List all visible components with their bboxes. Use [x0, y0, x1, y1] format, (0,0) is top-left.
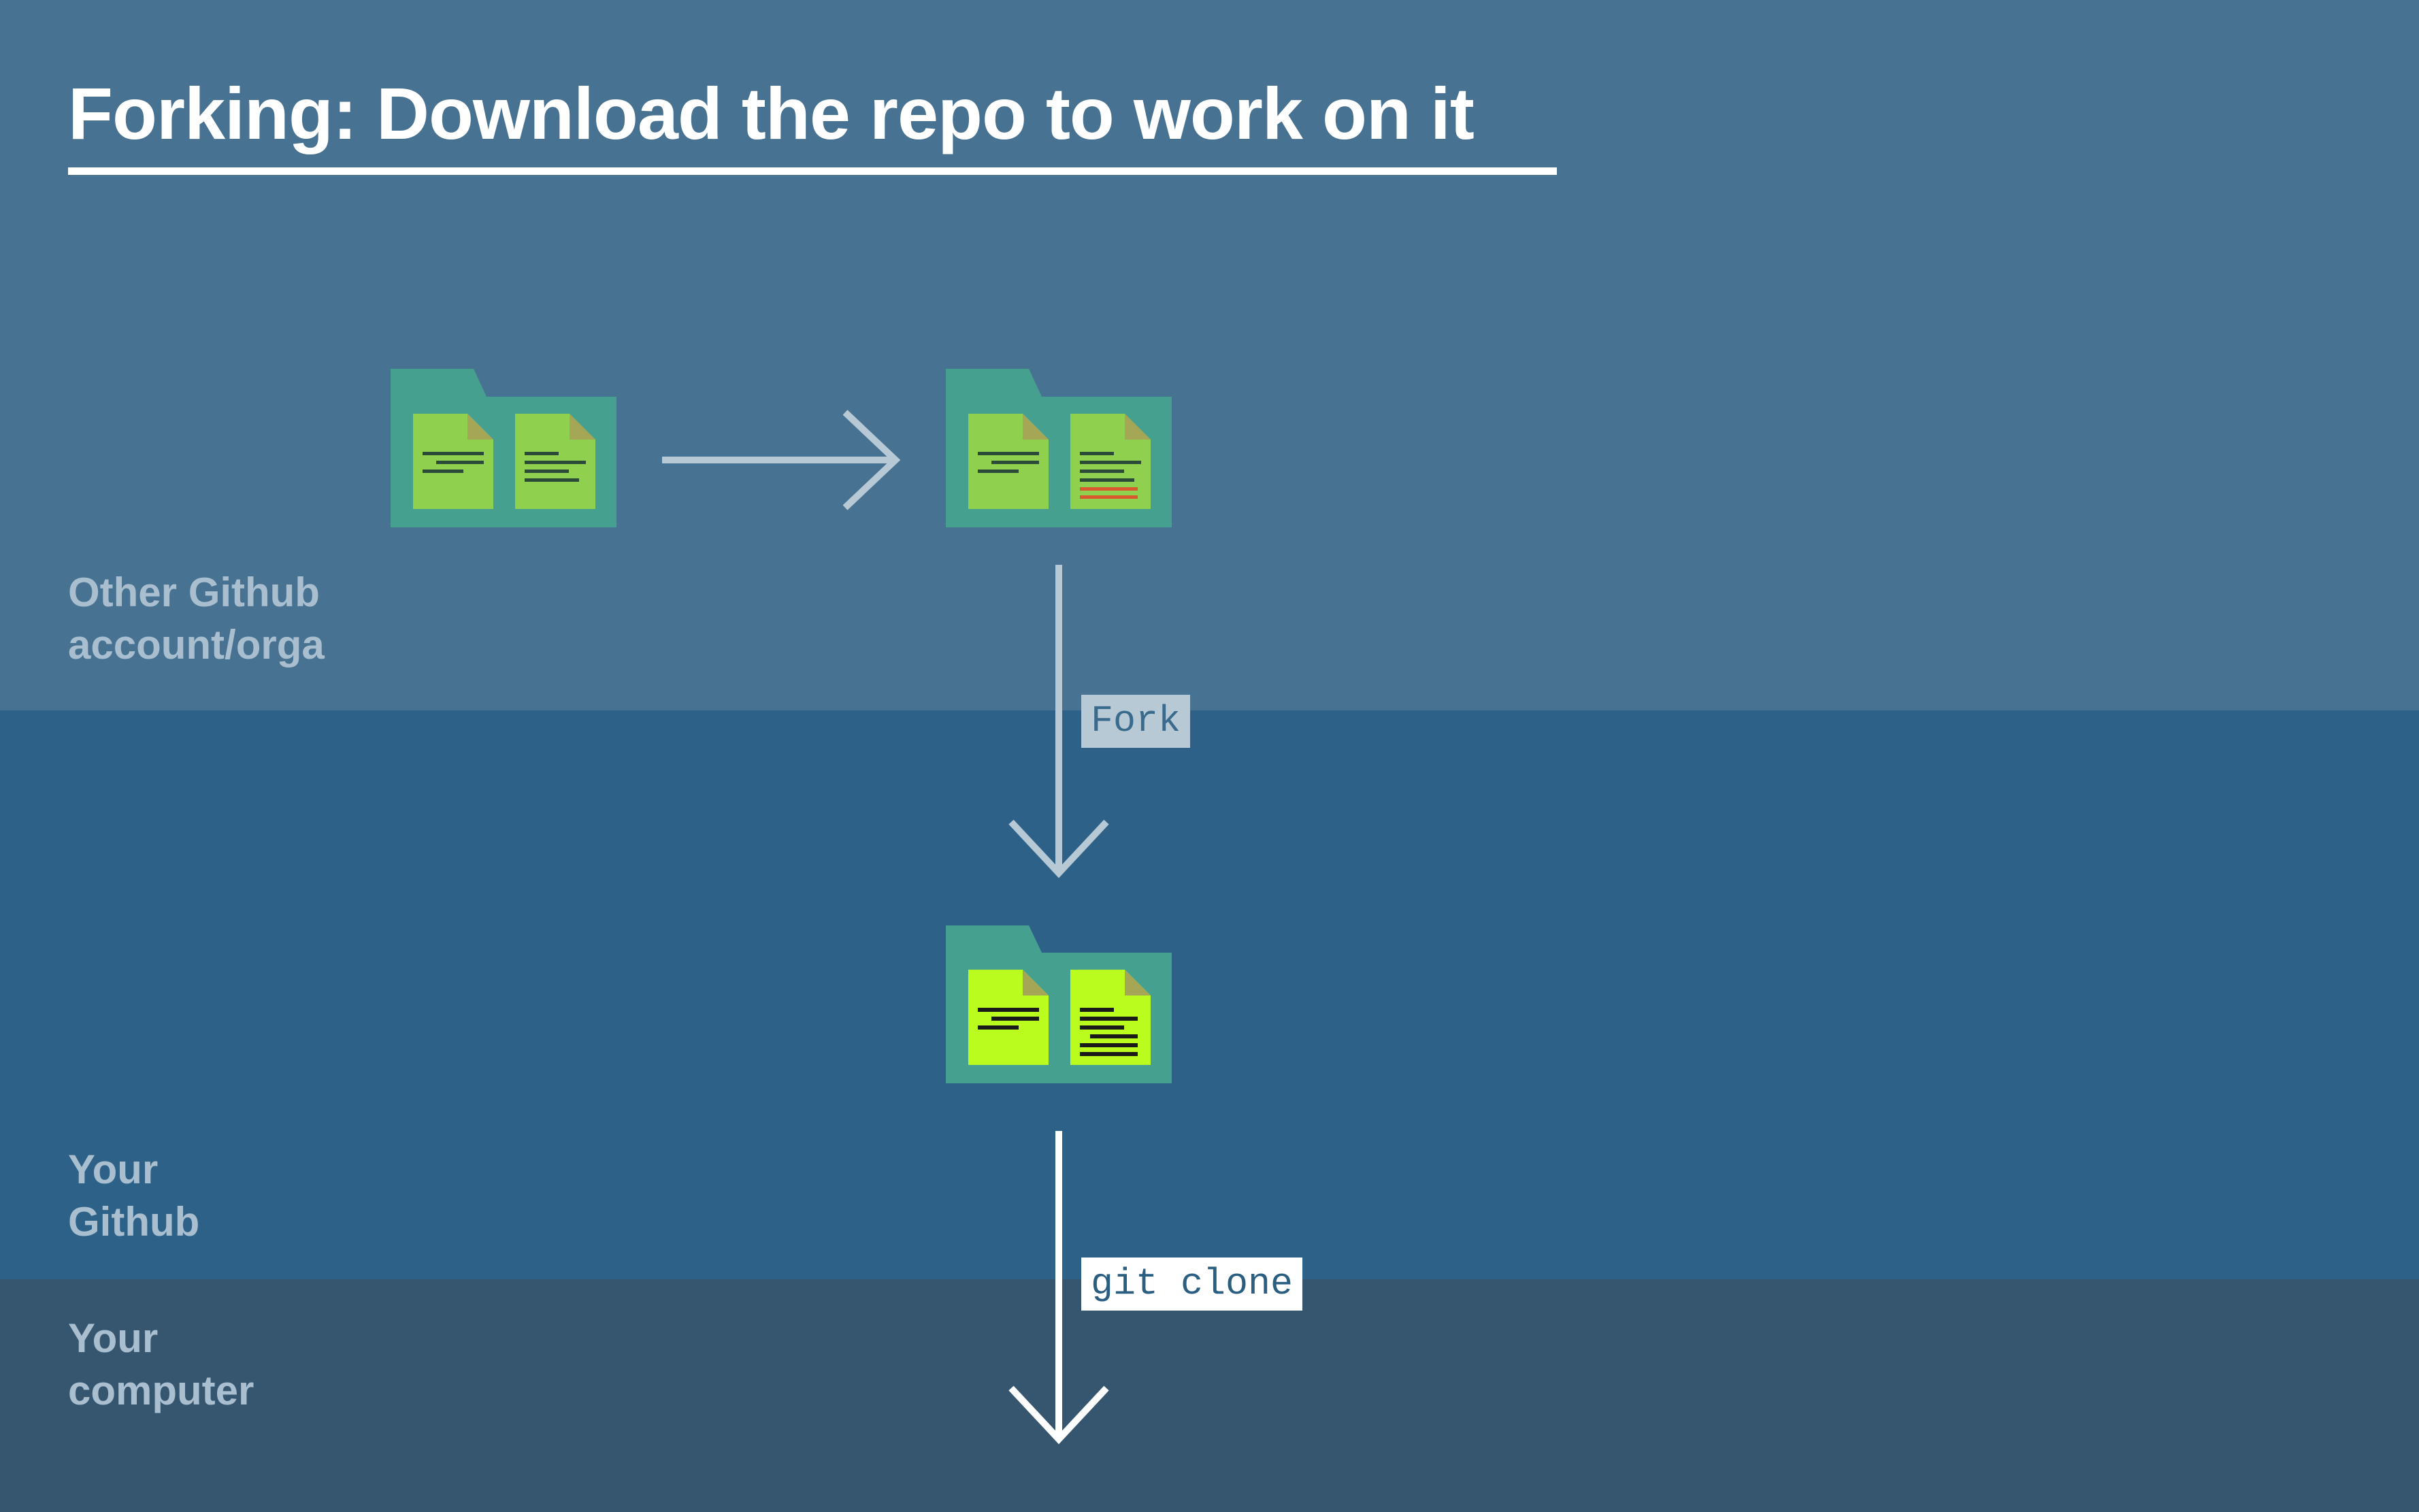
zone-label-yours-line1: Your	[68, 1147, 159, 1192]
zone-label-yours: Your Github	[68, 1143, 199, 1248]
fork-command-label: Fork	[1081, 695, 1191, 748]
zone-label-computer-line1: Your	[68, 1315, 159, 1361]
forked-repo-folder-icon	[946, 925, 1172, 1083]
zone-label-yours-line2: Github	[68, 1199, 200, 1245]
other-github-zone	[0, 0, 2419, 710]
original-repo-folder-icon	[391, 369, 616, 527]
zone-label-other-line2: account/orga	[68, 622, 325, 668]
title-underline	[68, 167, 1557, 175]
file-icon	[413, 414, 493, 509]
git-clone-command-label: git clone	[1081, 1258, 1303, 1311]
file-icon	[968, 414, 1049, 509]
zone-label-other-line1: Other Github	[68, 570, 320, 615]
your-computer-zone	[0, 1279, 2419, 1512]
modified-repo-folder-icon	[946, 369, 1172, 527]
right-arrow-icon	[662, 410, 901, 510]
file-icon	[1070, 970, 1151, 1065]
file-icon	[515, 414, 595, 509]
zone-label-other: Other Github account/orga	[68, 566, 325, 671]
page-title: Forking: Download the repo to work on it	[68, 72, 1475, 154]
file-icon	[968, 970, 1049, 1065]
fork-arrow-icon	[1008, 565, 1109, 878]
clone-arrow-icon	[1008, 1131, 1109, 1445]
your-github-zone	[0, 710, 2419, 1279]
zone-label-computer-line2: computer	[68, 1368, 254, 1413]
zone-label-computer: Your computer	[68, 1312, 254, 1417]
file-icon	[1070, 414, 1151, 509]
